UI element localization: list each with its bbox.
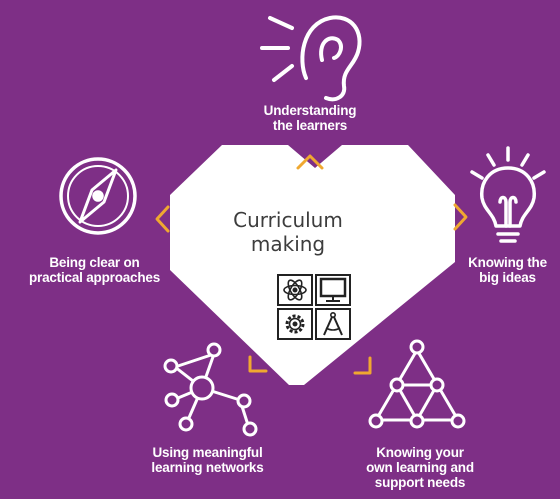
node-label-understanding: Understanding the learners (240, 103, 380, 133)
chevron-left-icon (155, 205, 170, 233)
node-label-line: Being clear on (49, 255, 140, 270)
node-label-line: own learning and (366, 460, 474, 475)
ear-icon (260, 15, 362, 102)
drafting-compass-icon (315, 308, 351, 340)
node-label-big-ideas: Knowing the big ideas (455, 255, 560, 285)
node-label-line: learning networks (151, 460, 264, 475)
node-label-line: practical approaches (28, 270, 161, 285)
atom-icon (277, 274, 313, 306)
node-label-networks: Using meaningful learning networks (130, 445, 285, 475)
node-label-line: support needs (374, 475, 466, 490)
node-label-line: Understanding (263, 103, 357, 118)
compass-icon (59, 157, 137, 235)
triangle-network-icon (368, 339, 466, 429)
node-label-line: Knowing your (376, 445, 464, 460)
gear-icon (277, 308, 313, 340)
corner-right-icon (353, 356, 372, 375)
chevron-right-icon (453, 203, 468, 231)
monitor-icon (315, 274, 351, 306)
subject-icons (277, 274, 351, 340)
node-label-line: Using meaningful (152, 445, 263, 460)
center-title: Curriculum making (218, 208, 358, 256)
chevron-up-icon (296, 154, 324, 170)
node-label-practical: Being clear on practical approaches (2, 255, 187, 285)
node-label-own-learning: Knowing your own learning and support ne… (345, 445, 495, 490)
center-title-line: Curriculum (233, 208, 343, 232)
node-label-line: Knowing the (468, 255, 547, 270)
lightbulb-icon (470, 146, 546, 243)
center-title-line: making (250, 232, 326, 256)
corner-left-icon (248, 355, 268, 373)
node-label-line: the learners (272, 118, 348, 133)
network-icon (163, 342, 258, 437)
node-label-line: big ideas (479, 270, 536, 285)
heart-shape (170, 145, 455, 385)
